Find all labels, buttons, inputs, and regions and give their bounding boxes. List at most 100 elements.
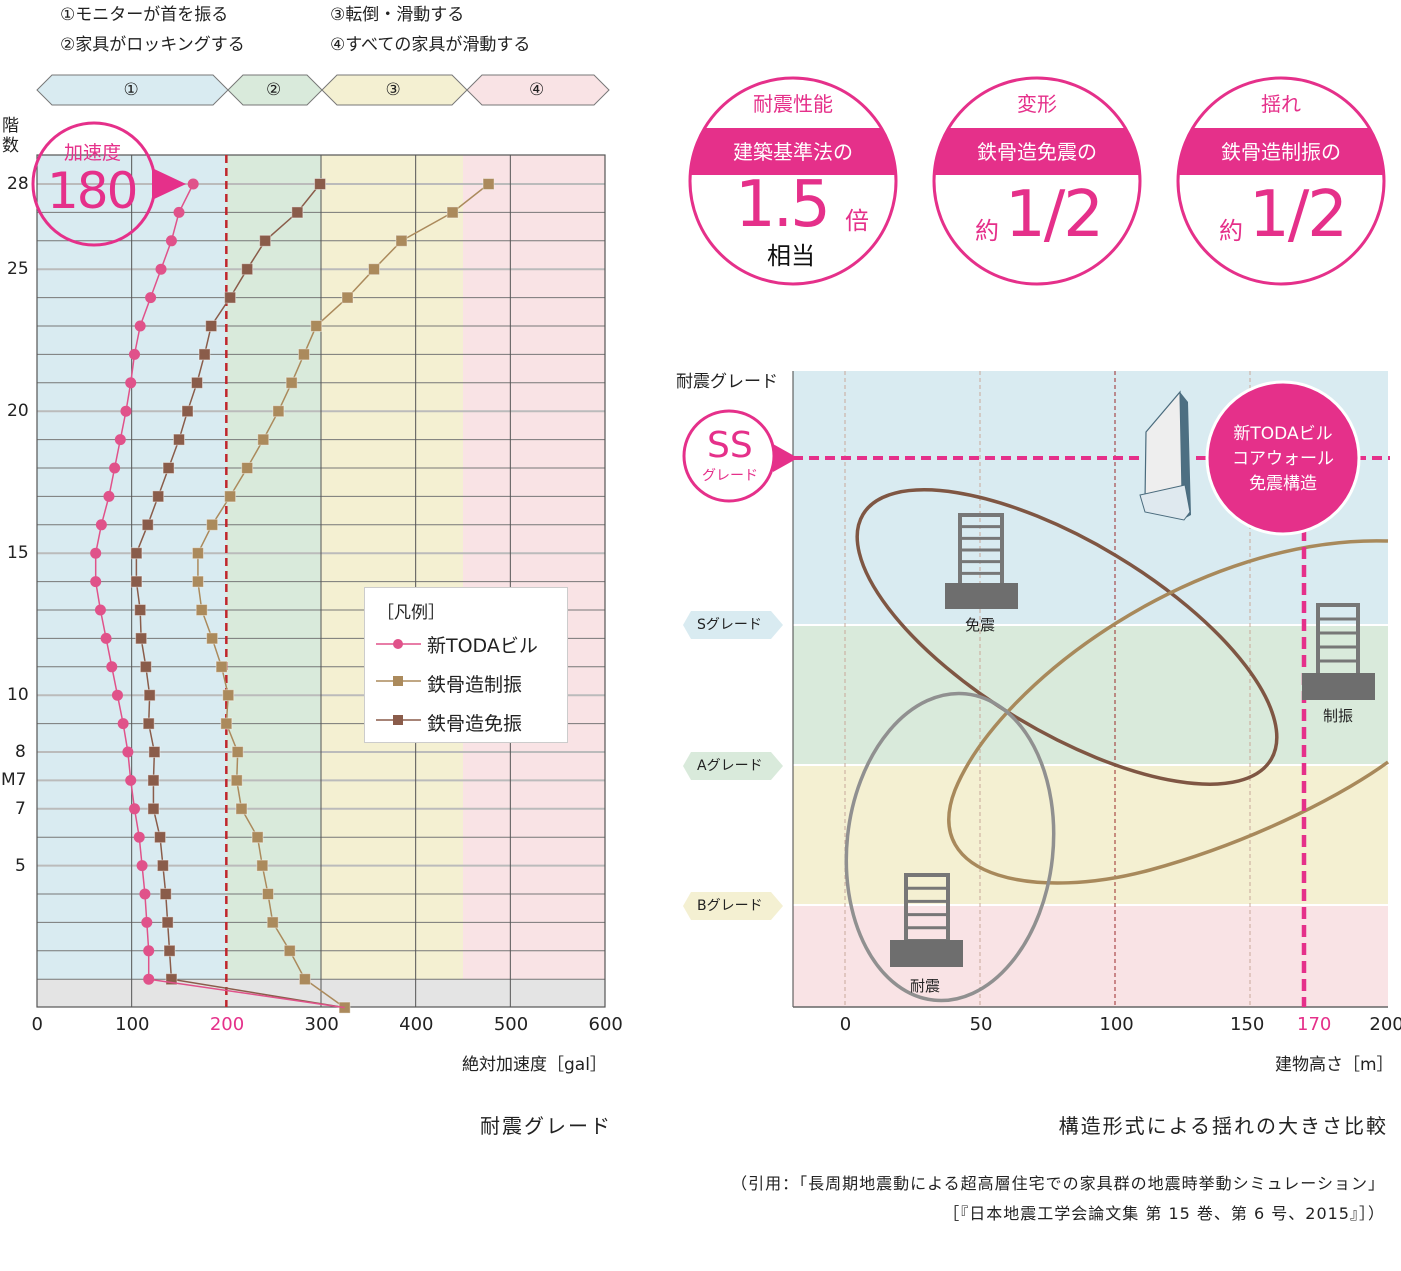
data-point-menshin — [181, 405, 194, 418]
region-menshin-ellipse — [855, 488, 1279, 786]
data-point-menshin — [159, 888, 172, 900]
region-label-seishin: 制振 — [1323, 707, 1354, 725]
x-axis-label: 絶対加速度［gal］ — [462, 1055, 607, 1075]
toda-badge-line1: 新TODAビル — [1233, 424, 1333, 444]
data-point-toda — [106, 661, 118, 673]
data-point-toda — [136, 860, 148, 872]
metric-prefix: 約 — [975, 217, 999, 245]
data-point-toda — [111, 689, 123, 701]
data-point-toda — [125, 774, 137, 786]
data-point-toda — [129, 803, 141, 815]
data-point-seishin — [222, 689, 235, 702]
y-tick-label: 8 — [15, 742, 26, 762]
data-point-seishin — [195, 604, 208, 616]
legend-label-toda: 新TODAビル — [427, 635, 538, 657]
metric-unit: 倍 — [845, 207, 869, 235]
metric-band-text: 鉄骨造免震の — [977, 140, 1097, 164]
data-point-seishin — [220, 717, 233, 730]
metric-value: 1/2 — [1005, 178, 1104, 252]
legend-title: ［凡例］ — [377, 603, 445, 623]
y-axis-label: 階数 — [2, 116, 19, 156]
right-x-axis-label: 建物高さ［m］ — [1275, 1055, 1394, 1075]
data-point-toda — [94, 604, 106, 616]
data-point-menshin — [135, 632, 148, 645]
data-point-menshin — [198, 348, 211, 361]
data-point-seishin — [231, 746, 244, 758]
seishin-structure-icon — [1302, 603, 1375, 700]
y-tick-label: 7 — [15, 798, 26, 819]
data-point-seishin — [341, 291, 354, 304]
caption-left: 耐震グレード — [480, 1114, 612, 1138]
stage-arrow-label-2: ② — [266, 80, 282, 100]
x-tick-label: 100 — [1099, 1014, 1134, 1035]
data-point-seishin — [206, 518, 219, 531]
taishin-structure-icon — [890, 873, 963, 967]
x-tick-label: 200 — [1369, 1014, 1401, 1035]
data-point-menshin — [190, 376, 203, 389]
x-tick-label: 100 — [115, 1014, 150, 1035]
x-tick-label: 150 — [1230, 1014, 1265, 1035]
x-tick-label: 500 — [493, 1014, 529, 1035]
data-point-menshin — [141, 518, 154, 531]
data-point-toda — [103, 490, 115, 502]
data-point-seishin — [298, 973, 311, 986]
stage-arrow-4 — [466, 74, 610, 106]
data-point-toda — [143, 945, 155, 957]
right-y-axis-label: 耐震グレード — [676, 372, 778, 392]
data-point-seishin — [395, 234, 408, 247]
data-point-menshin — [154, 831, 167, 844]
grade-band-below — [793, 905, 1388, 1007]
data-point-seishin — [272, 405, 285, 418]
x-tick-label: 0 — [839, 1014, 852, 1035]
data-point-toda — [114, 434, 126, 446]
x-tick-label: 200 — [209, 1014, 245, 1035]
data-point-seishin — [191, 547, 204, 560]
data-point-menshin — [173, 433, 185, 446]
stage-desc-3: ③転倒・滑動する — [330, 5, 465, 25]
data-point-menshin — [130, 547, 143, 560]
x-tick-label: 170 — [1297, 1014, 1332, 1035]
callout-pointer-icon — [152, 168, 186, 200]
metric-prefix: 約 — [1219, 217, 1243, 245]
toda-badge-line2: コアウォール — [1232, 449, 1334, 469]
data-point-toda — [90, 576, 102, 588]
data-point-seishin — [446, 206, 459, 219]
data-point-seishin — [251, 831, 264, 844]
data-point-seishin — [241, 462, 254, 474]
data-point-menshin — [224, 291, 237, 304]
y-tick-label: M7 — [1, 770, 27, 791]
data-point-menshin — [205, 320, 218, 332]
legend: ［凡例］ 新TODAビル 鉄骨造制振 鉄骨造免振 — [364, 587, 568, 743]
metric-value: 1/2 — [1249, 178, 1348, 252]
x-tick-label: 600 — [588, 1014, 623, 1035]
toda-badge: 新TODAビル コアウォール 免震構造 — [1208, 422, 1358, 497]
y-tick-label: 20 — [7, 401, 29, 422]
y-tick-label: 28 — [7, 174, 29, 194]
plot-frame — [36, 154, 606, 1008]
legend-marker-seishin — [393, 676, 403, 686]
data-point-menshin — [161, 916, 174, 929]
data-point-seishin — [224, 490, 237, 503]
data-point-seishin — [235, 802, 248, 815]
data-point-menshin — [147, 774, 160, 787]
ss-pointer-icon — [773, 444, 798, 472]
data-point-toda — [90, 547, 102, 559]
data-point-seishin — [206, 632, 219, 645]
data-point-seishin — [257, 433, 270, 446]
data-point-menshin — [156, 859, 169, 872]
zone-band-2 — [226, 155, 321, 980]
data-point-menshin — [314, 178, 327, 190]
data-point-seishin — [230, 774, 243, 787]
y-tick-label: 15 — [7, 543, 29, 564]
data-point-menshin — [291, 206, 304, 219]
grade-label-a: Aグレード — [683, 752, 783, 780]
data-point-seishin — [482, 178, 495, 190]
citation-line2: ［『日本地震工学会論文集 第 15 巻、第 6 号、2015』］） — [943, 1204, 1385, 1223]
data-point-seishin — [285, 376, 298, 389]
data-point-toda — [109, 462, 121, 474]
data-point-menshin — [148, 746, 161, 758]
data-point-toda — [129, 348, 141, 360]
metric-band-2 — [934, 128, 1140, 175]
data-point-toda — [122, 746, 134, 758]
